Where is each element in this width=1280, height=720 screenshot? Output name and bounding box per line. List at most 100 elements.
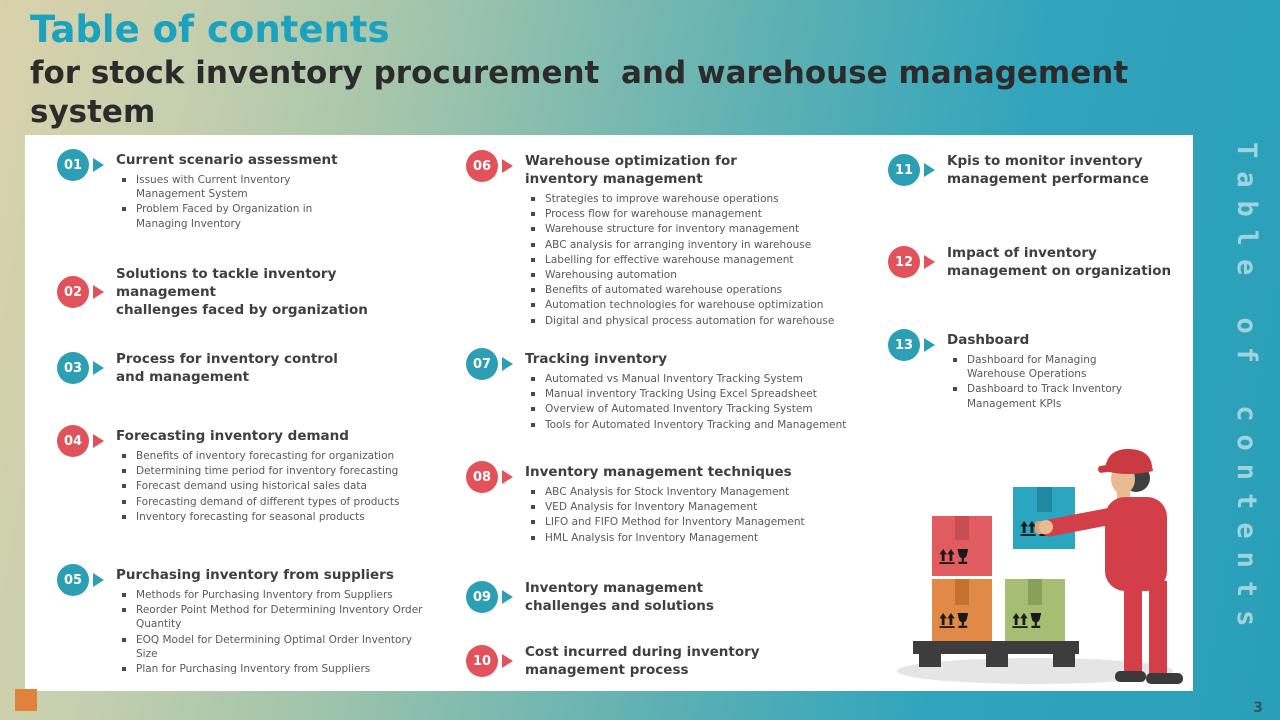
page-number: 3 xyxy=(1253,700,1263,716)
item-number-badge: 03 xyxy=(57,352,89,384)
arrow-right-icon xyxy=(924,338,935,352)
bullet-item: Manual inventory Tracking Using Excel Sp… xyxy=(529,387,875,401)
toc-item-08: 08 Inventory management techniques ABC A… xyxy=(466,461,875,545)
item-number-badge: 11 xyxy=(888,154,920,186)
item-number: 09 xyxy=(472,589,492,605)
toc-card: 01 Current scenario assessment Issues wi… xyxy=(25,135,1193,691)
arrow-right-icon xyxy=(502,470,513,484)
bullet-item: Methods for Purchasing Inventory from Su… xyxy=(120,588,426,602)
orange-accent-square xyxy=(15,689,37,711)
ground-shadow xyxy=(897,658,1173,684)
item-number-badge: 10 xyxy=(466,645,498,677)
bullet-item: ABC Analysis for Stock Inventory Managem… xyxy=(529,485,875,499)
arrow-right-icon xyxy=(924,255,935,269)
worker xyxy=(1098,448,1183,684)
arrow-right-icon xyxy=(502,159,513,173)
toc-item-13: 13 Dashboard Dashboard for Managing Ware… xyxy=(888,329,1172,411)
arrow-right-icon xyxy=(502,357,513,371)
bullet-item: ABC analysis for arranging inventory in … xyxy=(529,238,875,252)
item-bullets: Methods for Purchasing Inventory from Su… xyxy=(120,588,426,676)
item-title: Cost incurred during inventory managemen… xyxy=(525,644,760,678)
item-bullets: Automated vs Manual Inventory Tracking S… xyxy=(529,372,875,432)
toc-item-02: 02 Solutions to tackle inventory managem… xyxy=(57,265,426,319)
bullet-item: Warehousing automation xyxy=(529,268,875,282)
toc-item-10: 10 Cost incurred during inventory manage… xyxy=(466,643,835,679)
side-vertical-title: Table of contents xyxy=(1231,142,1262,640)
bullet-item: Plan for Purchasing Inventory from Suppl… xyxy=(120,662,426,676)
toc-item-11: 11 Kpis to monitor inventory management … xyxy=(888,152,1172,188)
warehouse-worker-illustration xyxy=(897,448,1183,684)
item-number: 05 xyxy=(63,572,83,588)
bullet-item: Issues with Current Inventory Management… xyxy=(120,173,335,201)
item-number: 08 xyxy=(472,469,492,485)
bullet-item: Digital and physical process automation … xyxy=(529,314,875,328)
arrow-right-icon xyxy=(93,361,104,375)
item-bullets: ABC Analysis for Stock Inventory Managem… xyxy=(529,485,875,545)
bullet-item: Warehouse structure for inventory manage… xyxy=(529,222,875,236)
bullet-item: Forecast demand using historical sales d… xyxy=(120,479,426,493)
item-title: Kpis to monitor inventory management per… xyxy=(947,153,1149,187)
bullet-item: Inventory forecasting for seasonal produ… xyxy=(120,510,426,524)
bullet-item: Determining time period for inventory fo… xyxy=(120,464,426,478)
item-title: Current scenario assessment xyxy=(116,152,338,168)
toc-item-04: 04 Forecasting inventory demand Benefits… xyxy=(57,425,426,524)
pallet xyxy=(913,641,1079,667)
red-cap xyxy=(1098,448,1153,474)
red-box xyxy=(932,516,992,576)
bullet-item: Dashboard to Track Inventory Management … xyxy=(951,382,1146,410)
item-number: 06 xyxy=(472,158,492,174)
bullet-item: Forecasting demand of different types of… xyxy=(120,495,426,509)
item-number: 01 xyxy=(63,157,83,173)
item-number-badge: 06 xyxy=(466,150,498,182)
green-box xyxy=(1005,579,1065,641)
item-title: Solutions to tackle inventory management… xyxy=(116,266,368,318)
bullet-item: Automated vs Manual Inventory Tracking S… xyxy=(529,372,875,386)
item-number: 11 xyxy=(894,162,914,178)
item-bullets: Dashboard for Managing Warehouse Operati… xyxy=(951,353,1146,411)
toc-item-05: 05 Purchasing inventory from suppliers M… xyxy=(57,564,426,676)
item-title: Purchasing inventory from suppliers xyxy=(116,567,394,583)
item-title: Inventory management challenges and solu… xyxy=(525,580,714,614)
bullet-item: VED Analysis for Inventory Management xyxy=(529,500,875,514)
item-title: Forecasting inventory demand xyxy=(116,428,349,444)
item-title: Impact of inventory management on organi… xyxy=(947,245,1172,279)
item-number: 03 xyxy=(63,360,83,376)
toc-item-06: 06 Warehouse optimization for inventory … xyxy=(466,150,875,328)
bullet-item: Reorder Point Method for Determining Inv… xyxy=(120,603,426,631)
bullet-item: Strategies to improve warehouse operatio… xyxy=(529,192,875,206)
bullet-item: Problem Faced by Organization in Managin… xyxy=(120,202,335,230)
orange-box xyxy=(932,579,992,641)
arrow-right-icon xyxy=(93,285,104,299)
item-title: Tracking inventory xyxy=(525,351,668,367)
bullet-item: Benefits of automated warehouse operatio… xyxy=(529,283,875,297)
arrow-right-icon xyxy=(502,654,513,668)
bullet-item: Overview of Automated Inventory Tracking… xyxy=(529,402,875,416)
item-number: 02 xyxy=(63,284,83,300)
bullet-item: Labelling for effective warehouse manage… xyxy=(529,253,875,267)
bullet-item: EOQ Model for Determining Optimal Order … xyxy=(120,633,426,661)
page-subtitle: for stock inventory procurement and ware… xyxy=(30,55,1129,130)
item-number-badge: 09 xyxy=(466,581,498,613)
bullet-item: Tools for Automated Inventory Tracking a… xyxy=(529,418,875,432)
worker-arm xyxy=(1035,506,1126,537)
item-number-badge: 13 xyxy=(888,329,920,361)
arrow-right-icon xyxy=(93,434,104,448)
item-title: Process for inventory control and manage… xyxy=(116,351,338,385)
toc-item-01: 01 Current scenario assessment Issues wi… xyxy=(57,149,426,231)
bullet-item: Process flow for warehouse management xyxy=(529,207,875,221)
item-number-badge: 02 xyxy=(57,276,89,308)
item-number-badge: 01 xyxy=(57,149,89,181)
item-title: Warehouse optimization for inventory man… xyxy=(525,153,737,187)
item-bullets: Issues with Current Inventory Management… xyxy=(120,173,335,231)
toc-item-07: 07 Tracking inventory Automated vs Manua… xyxy=(466,348,875,432)
item-number: 04 xyxy=(63,433,83,449)
item-number-badge: 05 xyxy=(57,564,89,596)
item-title: Dashboard xyxy=(947,332,1030,348)
item-bullets: Benefits of inventory forecasting for or… xyxy=(120,449,426,524)
item-number-badge: 07 xyxy=(466,348,498,380)
arrow-right-icon xyxy=(93,573,104,587)
toc-item-12: 12 Impact of inventory management on org… xyxy=(888,244,1172,280)
item-number: 13 xyxy=(894,337,914,353)
item-number-badge: 12 xyxy=(888,246,920,278)
item-number-badge: 04 xyxy=(57,425,89,457)
